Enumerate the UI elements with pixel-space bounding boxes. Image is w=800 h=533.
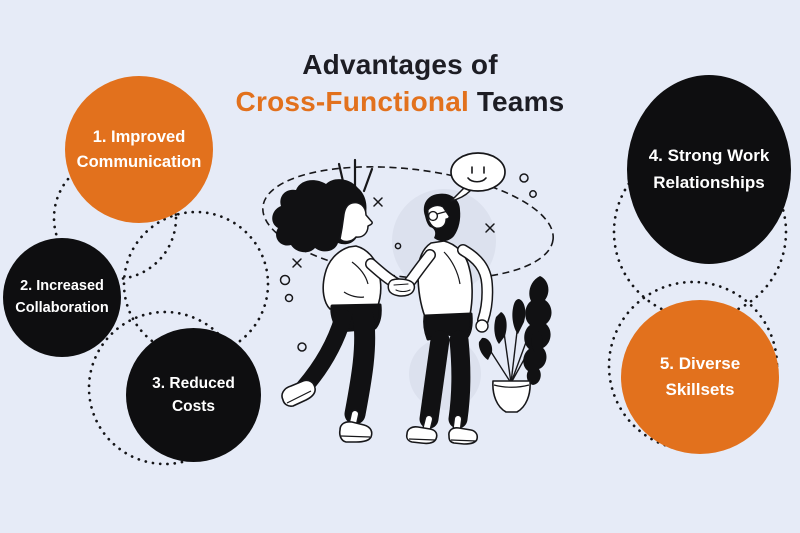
advantage-circle-5: 5. Diverse Skillsets [621, 300, 779, 454]
smiley-face-icon [467, 166, 487, 183]
dashed-ellipse [262, 166, 554, 280]
advantage-circle-1: 1. Improved Communication [65, 76, 213, 223]
advantage-circle-4: 4. Strong Work Relationships [627, 75, 791, 264]
advantage-label-5: 5. Diverse Skillsets [659, 353, 741, 399]
advantage-circle-2: 2. Increased Collaboration [3, 238, 121, 357]
advantage-circle-3: 3. Reduced Costs [126, 328, 261, 462]
woman-shoes [281, 379, 373, 443]
woman-face [339, 201, 373, 243]
advantage-label-1: 1. Improved Communication [76, 127, 202, 171]
man-shoes [405, 426, 479, 445]
dotted-circle [612, 144, 788, 320]
title-line-1: Advantages of [302, 49, 498, 80]
handshake-hands [387, 278, 416, 297]
advantage-label-4: 4. Strong Work Relationships [648, 146, 770, 192]
woman-torso [322, 245, 382, 310]
dotted-circle [122, 210, 270, 358]
man-figure [397, 193, 494, 445]
woman-figure [272, 179, 403, 443]
speech-bubble-icon [450, 152, 506, 202]
potted-plant-icon [478, 276, 552, 413]
title-highlight: Cross-Functional [235, 86, 469, 117]
sparkles-icon [279, 173, 537, 352]
advantage-label-3: 3. Reduced Costs [152, 374, 235, 415]
title-rest: Teams [476, 86, 565, 117]
advantage-label-2: 2. Increased Collaboration [15, 277, 109, 316]
man-glasses-icon [427, 210, 449, 222]
